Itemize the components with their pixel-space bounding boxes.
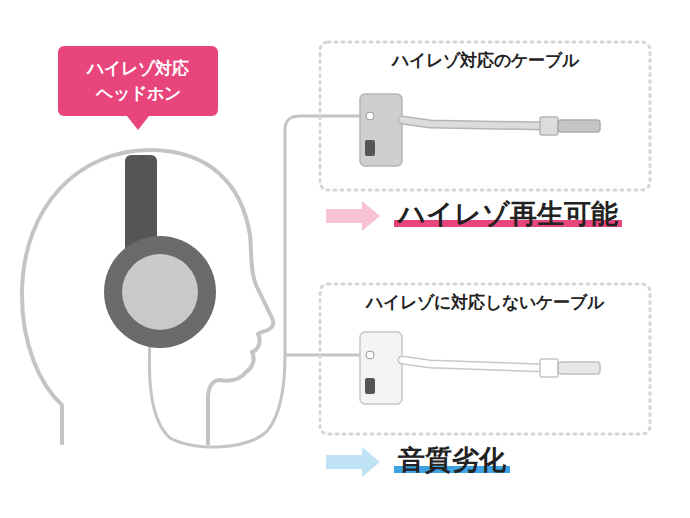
frame-heading: ハイレゾに対応しないケーブル — [332, 292, 638, 313]
headphone-cushion — [122, 254, 198, 330]
result-text: ハイレゾ再生可能 — [394, 198, 622, 230]
cable-frame: ハイレゾに対応しないケーブル — [322, 286, 648, 330]
result-band: 音質劣化 — [388, 442, 516, 478]
result-text: 音質劣化 — [394, 444, 510, 476]
result-arrow — [326, 201, 380, 231]
headphone-cable-branch — [285, 354, 362, 357]
callout-pointer — [127, 116, 149, 130]
frame-heading: ハイレゾ対応のケーブル — [332, 50, 638, 71]
headphone-earcup — [104, 236, 216, 348]
dotted-frame — [320, 284, 650, 434]
cable-frame: ハイレゾ対応のケーブル — [322, 44, 648, 88]
callout-text: ハイレゾ対応 ヘッドホン — [79, 56, 198, 105]
dotted-frame — [320, 42, 650, 190]
callout-box: ハイレゾ対応 ヘッドホン — [58, 46, 218, 116]
result-arrow — [326, 447, 380, 477]
adapter-cable — [360, 332, 600, 404]
result-band: ハイレゾ再生可能 — [388, 196, 628, 232]
adapter-cable — [360, 94, 600, 166]
head-outline — [22, 150, 273, 445]
